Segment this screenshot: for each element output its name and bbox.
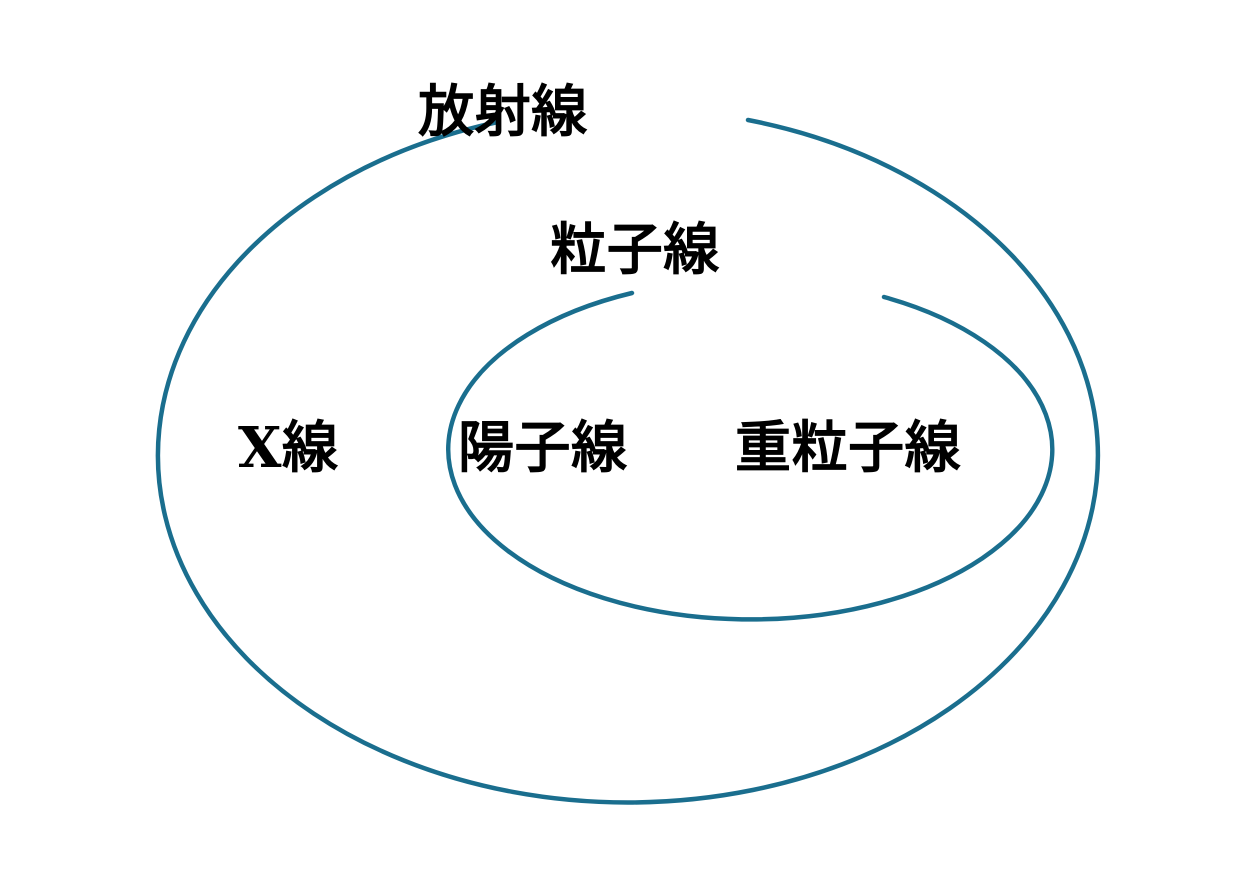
label-particle-beam: 粒子線: [550, 217, 720, 283]
inner-ellipse-particle-beam: [446, 290, 1055, 622]
label-heavy-particle-beam: 重粒子線: [735, 415, 962, 481]
label-x-ray: X線: [238, 415, 339, 481]
outer-ellipse-radiation: [155, 117, 1101, 805]
label-proton-beam: 陽子線: [458, 415, 628, 481]
label-radiation: 放射線: [418, 79, 588, 145]
